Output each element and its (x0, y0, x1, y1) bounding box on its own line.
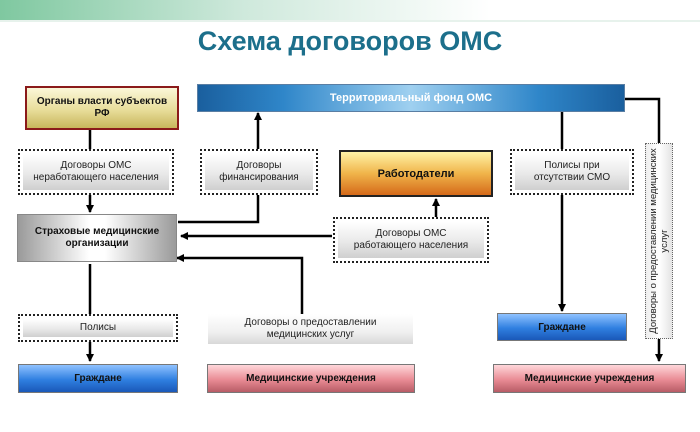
service-contracts-vertical-label: Договоры о предоставлении медицинских ус… (648, 148, 670, 334)
policies-box: Полисы (18, 314, 178, 342)
policies-no-smo-label: Полисы при отсутствии СМО (533, 160, 611, 183)
service-contracts-vertical-box: Договоры о предоставлении медицинских ус… (645, 143, 673, 339)
citizens-right-label: Граждане (538, 321, 586, 333)
med-center-label: Медицинские учреждения (246, 373, 376, 384)
fund-label: Территориальный фонд ОМС (329, 92, 493, 104)
financing-contracts-box: Договоры финансирования (200, 149, 318, 195)
citizens-left-box: Граждане (18, 364, 178, 393)
organs-label: Органы власти субъектов РФ (36, 96, 168, 119)
arrow-service-contracts-to-smo (176, 254, 304, 314)
med-center-box: Медицинские учреждения (207, 364, 415, 393)
service-contracts-center-box: Договоры о предоставлении медицинских ус… (208, 314, 413, 344)
fund-box: Территориальный фонд ОМС (197, 84, 625, 112)
contracts-unemployed-box: Договоры ОМС неработающего населения (18, 149, 174, 195)
organs-box: Органы власти субъектов РФ (25, 86, 179, 130)
top-decorative-band (0, 0, 700, 20)
financing-contracts-label: Договоры финансирования (219, 160, 299, 183)
employers-box: Работодатели (339, 150, 493, 197)
employers-label: Работодатели (377, 167, 455, 180)
page-title: Схема договоров ОМС (197, 26, 503, 56)
policies-no-smo-box: Полисы при отсутствии СМО (510, 149, 634, 195)
service-contracts-center-label: Договоры о предоставлении медицинских ус… (244, 317, 377, 340)
citizens-right-box: Граждане (497, 313, 627, 341)
med-right-label: Медицинские учреждения (524, 373, 655, 384)
top-decorative-line (0, 20, 700, 22)
citizens-left-label: Граждане (74, 373, 122, 384)
smo-label: Страховые медицинские организации (34, 226, 160, 249)
contracts-unemployed-label: Договоры ОМС неработающего населения (33, 160, 159, 183)
smo-box: Страховые медицинские организации (17, 214, 177, 262)
contracts-employed-box: Договоры ОМС работающего населения (333, 217, 489, 263)
contracts-employed-label: Договоры ОМС работающего населения (353, 228, 469, 251)
med-right-box: Медицинские учреждения (493, 364, 686, 393)
policies-label: Полисы (79, 322, 117, 333)
